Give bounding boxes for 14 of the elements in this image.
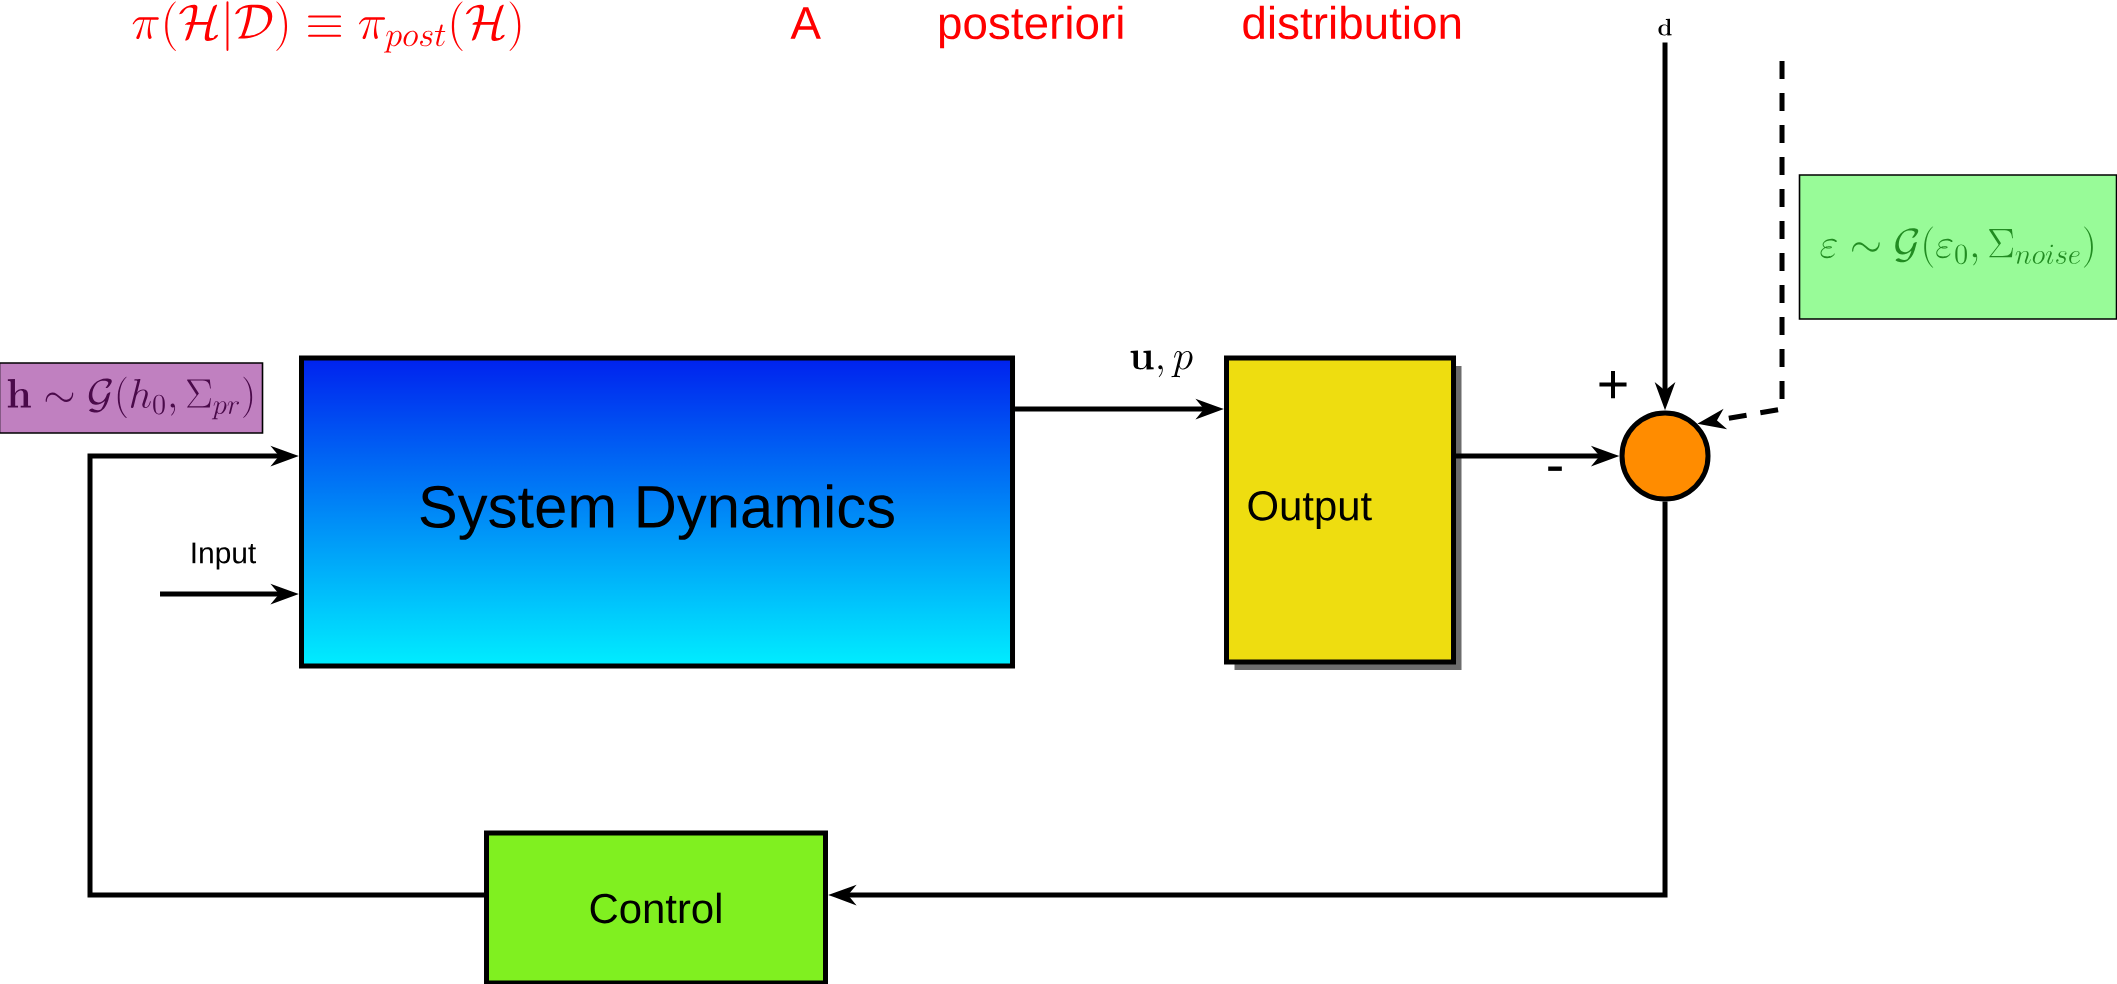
formula: $\pi(\mathcal{H}|\mathcal{D}) \equiv \pi_{post}(\mathcal{H})$ <box>132 1 521 53</box>
title: A posteriori distribution <box>790 5 1461 49</box>
edge-label: Input <box>187 540 259 572</box>
process-box: System Dynamics <box>299 355 1015 669</box>
edge-label: $\mathbf{u}, p$ <box>1126 348 1196 380</box>
control-box: Control <box>484 830 828 984</box>
formula-box: $\varepsilon \sim \mathcal{G}(\varepsilon_0, \Sigma_{noise})$ <box>1798 174 2117 320</box>
formula-box: $\mathbf{h} \sim \mathcal{G}(h_0, \Sigma_{pr})$ <box>0 362 264 434</box>
variable-label: $\mathbf{d}$ <box>1658 18 1672 36</box>
plus-sign: + <box>1599 370 1627 399</box>
minus-sign: - <box>1548 466 1562 471</box>
output-box: Output <box>1224 355 1462 670</box>
summing-junction <box>1619 410 1711 502</box>
arrow <box>87 445 484 898</box>
